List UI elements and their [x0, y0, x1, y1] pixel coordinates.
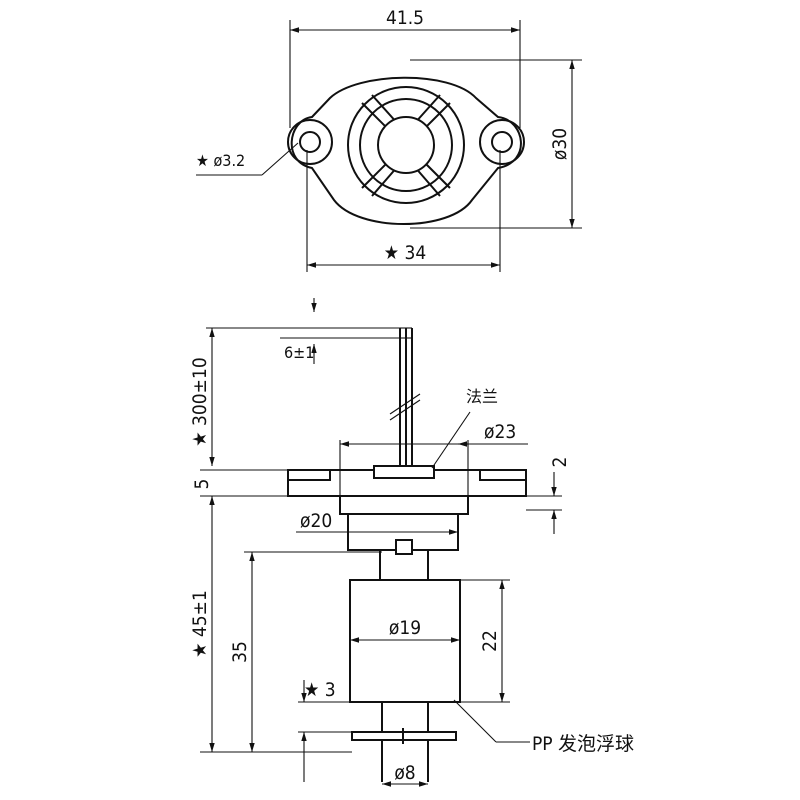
- stroke-label: 35: [229, 641, 251, 663]
- flange-dia-label: ø23: [484, 421, 516, 443]
- retaining-clip: [351, 728, 457, 744]
- pitch-dimension: ★ 34: [306, 150, 501, 272]
- lead-strip-label: 6±1: [284, 343, 314, 362]
- stroke-dimension: 35: [229, 551, 382, 753]
- gap-label: 5: [191, 479, 213, 490]
- top-view: 41.5 ø30 ★ ø3.2 ★ 34: [196, 7, 582, 272]
- hole-dimension: ★ ø3.2: [196, 142, 299, 176]
- pitch-label: ★ 34: [384, 242, 427, 264]
- float-height-label: 22: [479, 630, 501, 652]
- body-dia-dimension: ø20: [296, 510, 458, 535]
- body-ring-circle: [359, 98, 453, 192]
- flange-thickness-label: 2: [549, 457, 571, 468]
- gap-dimension: 5: [191, 469, 288, 497]
- stop-dimension: ★ 3: [298, 679, 382, 782]
- mounting-hole-right: [479, 119, 525, 165]
- total-length-dimension: ★ 45±1: [189, 495, 288, 753]
- side-view: 6±1 ★ 300±10 法兰 ø23 2: [189, 298, 634, 787]
- stem-dia-dimension: ø8: [382, 762, 428, 787]
- diameter-label: ø30: [549, 128, 571, 160]
- lead-strip-dimension: 6±1: [280, 298, 400, 364]
- flange-callout-label: 法兰: [466, 387, 498, 406]
- body-dia-label: ø20: [300, 510, 332, 532]
- flange-thickness-dimension: 2: [526, 457, 571, 534]
- center-hub-circle: [377, 116, 435, 174]
- mounting-hole-left: [287, 119, 333, 165]
- float-dia-label: ø19: [389, 617, 421, 639]
- float-dia-dimension: ø19: [350, 617, 460, 643]
- stop-label: ★ 3: [304, 679, 336, 701]
- diameter-dimension: ø30: [410, 59, 582, 229]
- lead-length-dimension: ★ 300±10: [189, 327, 314, 466]
- lead-wires: [389, 327, 421, 470]
- width-label: 41.5: [386, 7, 424, 29]
- float-body: [349, 579, 461, 703]
- float-material-label: PP 发泡浮球: [532, 733, 634, 755]
- body-block: [339, 495, 469, 515]
- hole-label: ★ ø3.2: [196, 151, 245, 170]
- lead-length-label: ★ 300±10: [189, 357, 211, 446]
- flange-plate: [287, 465, 527, 497]
- flange-callout: 法兰: [431, 387, 498, 469]
- flange-dia-dimension: ø23: [339, 421, 528, 496]
- float-height-dimension: 22: [460, 579, 510, 703]
- total-length-label: ★ 45±1: [189, 590, 211, 658]
- width-dimension: 41.5: [289, 7, 521, 128]
- connector: [379, 539, 429, 581]
- body-outer-circle: [347, 86, 465, 204]
- float-material-callout: PP 发泡浮球: [453, 699, 634, 755]
- stem-dia-label: ø8: [394, 762, 415, 784]
